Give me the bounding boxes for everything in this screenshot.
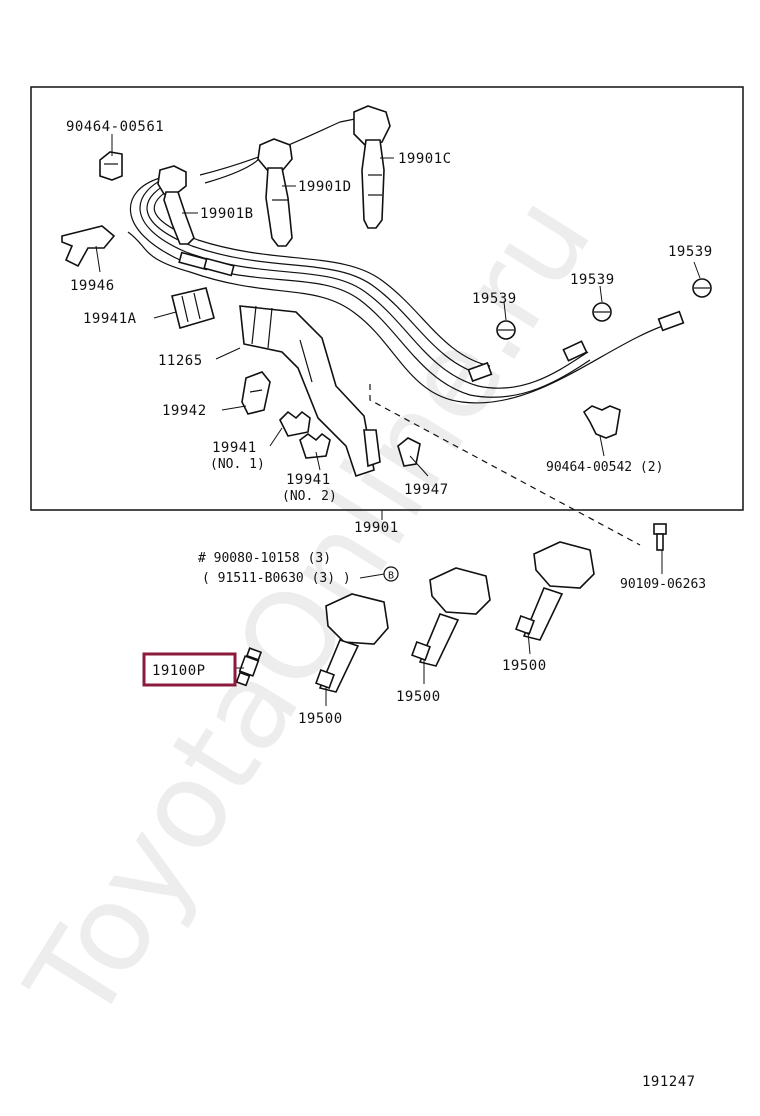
grommet-19539-a xyxy=(496,320,516,340)
label-90464-00542: 90464-00542 (2) xyxy=(546,460,663,475)
ignition-coil-right xyxy=(515,541,595,641)
ignition-coil-middle xyxy=(411,567,491,667)
label-19901d: 19901D xyxy=(298,179,352,195)
clamp-90464-00542 xyxy=(582,405,621,439)
cord-19901d-boot xyxy=(257,138,293,247)
label-90464-00561: 90464-00561 xyxy=(66,119,164,135)
label-19100p: 19100P xyxy=(152,663,206,679)
label-19941-no2: 19941 xyxy=(286,472,331,488)
clamp-19941-no1 xyxy=(279,410,311,437)
label-19941-no1-sub: (NO. 1) xyxy=(210,457,265,472)
cord-cover-11265 xyxy=(239,305,381,478)
label-19947: 19947 xyxy=(404,482,449,498)
clamp-19946 xyxy=(61,225,116,268)
label-19539-b: 19539 xyxy=(570,272,615,288)
label-19901c: 19901C xyxy=(398,151,452,167)
label-19539-c: 19539 xyxy=(668,244,713,260)
cord-plug-ends xyxy=(467,310,685,383)
clamp-19941-no2 xyxy=(299,432,331,459)
reference-circle-b xyxy=(383,566,399,582)
reference-b-label: B xyxy=(388,571,394,582)
label-90109-06263: 90109-06263 xyxy=(620,577,706,592)
bolt-90109-06263 xyxy=(653,523,667,551)
assembly-frame xyxy=(30,86,744,511)
reference-line xyxy=(369,384,641,546)
cord-sleeves xyxy=(178,251,235,277)
leader-lines xyxy=(95,134,701,706)
label-19941-no1: 19941 xyxy=(212,440,257,456)
label-91511-b0630: ( 91511-B0630 (3) ) xyxy=(202,571,351,586)
clamp-19947 xyxy=(397,437,421,467)
figure-number: 191247 xyxy=(642,1074,696,1090)
cord-19901c-boot xyxy=(353,105,391,229)
grommet-19539-b xyxy=(592,302,612,322)
highlight-box xyxy=(142,652,237,687)
label-19539-a: 19539 xyxy=(472,291,517,307)
cord-bundle xyxy=(127,117,676,404)
clamp-90464-00561 xyxy=(99,151,123,181)
spark-plug-19100p xyxy=(235,647,263,687)
label-90080-10158: # 90080-10158 (3) xyxy=(198,551,331,566)
label-19901: 19901 xyxy=(354,520,399,536)
label-19500-middle: 19500 xyxy=(396,689,441,705)
clamp-19941a xyxy=(171,287,215,330)
ignition-coil-left xyxy=(315,593,389,693)
label-19500-left: 19500 xyxy=(298,711,343,727)
label-19942: 19942 xyxy=(162,403,207,419)
grommet-19539-c xyxy=(692,278,712,298)
label-19500-right: 19500 xyxy=(502,658,547,674)
label-19946: 19946 xyxy=(70,278,115,294)
label-19901b: 19901B xyxy=(200,206,254,222)
watermark: ToyotaOnline.ru xyxy=(1,173,619,1046)
label-11265: 11265 xyxy=(158,353,203,369)
clamp-19942 xyxy=(241,371,271,415)
label-19941-no2-sub: (NO. 2) xyxy=(282,489,337,504)
label-19941a: 19941A xyxy=(83,311,137,327)
cord-19901b-boot xyxy=(157,165,195,245)
